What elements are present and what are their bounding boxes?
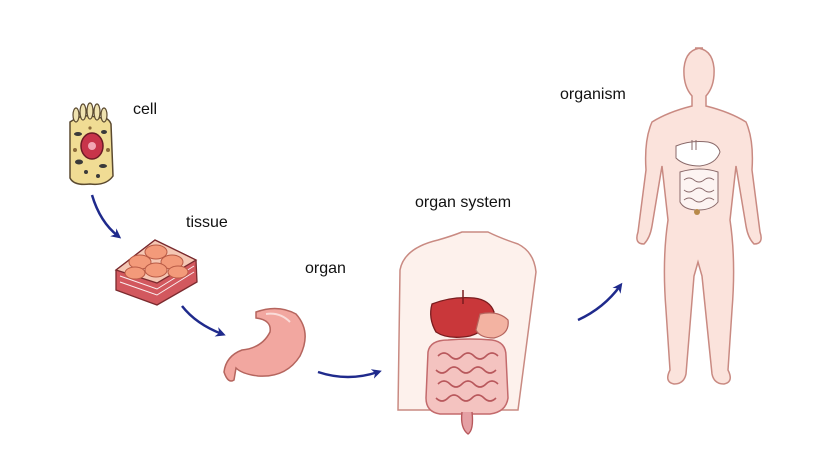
label-cell: cell xyxy=(133,101,158,118)
label-organ-system: organ system xyxy=(415,194,512,211)
organ-system-illustration xyxy=(397,231,537,435)
cell-illustration xyxy=(69,102,114,186)
arrow-tissue-to-organ xyxy=(181,305,226,337)
label-organism: organism xyxy=(560,86,626,103)
arrow-system-to-organism xyxy=(577,282,623,322)
intestines xyxy=(425,338,509,435)
stomach-illustration xyxy=(223,307,306,382)
arrow-organ-to-system xyxy=(317,369,382,379)
label-tissue: tissue xyxy=(186,214,228,231)
label-organ: organ xyxy=(305,260,346,277)
tissue-illustration xyxy=(114,239,198,306)
organism-illustration xyxy=(636,47,762,385)
arrow-cell-to-tissue xyxy=(90,194,122,239)
